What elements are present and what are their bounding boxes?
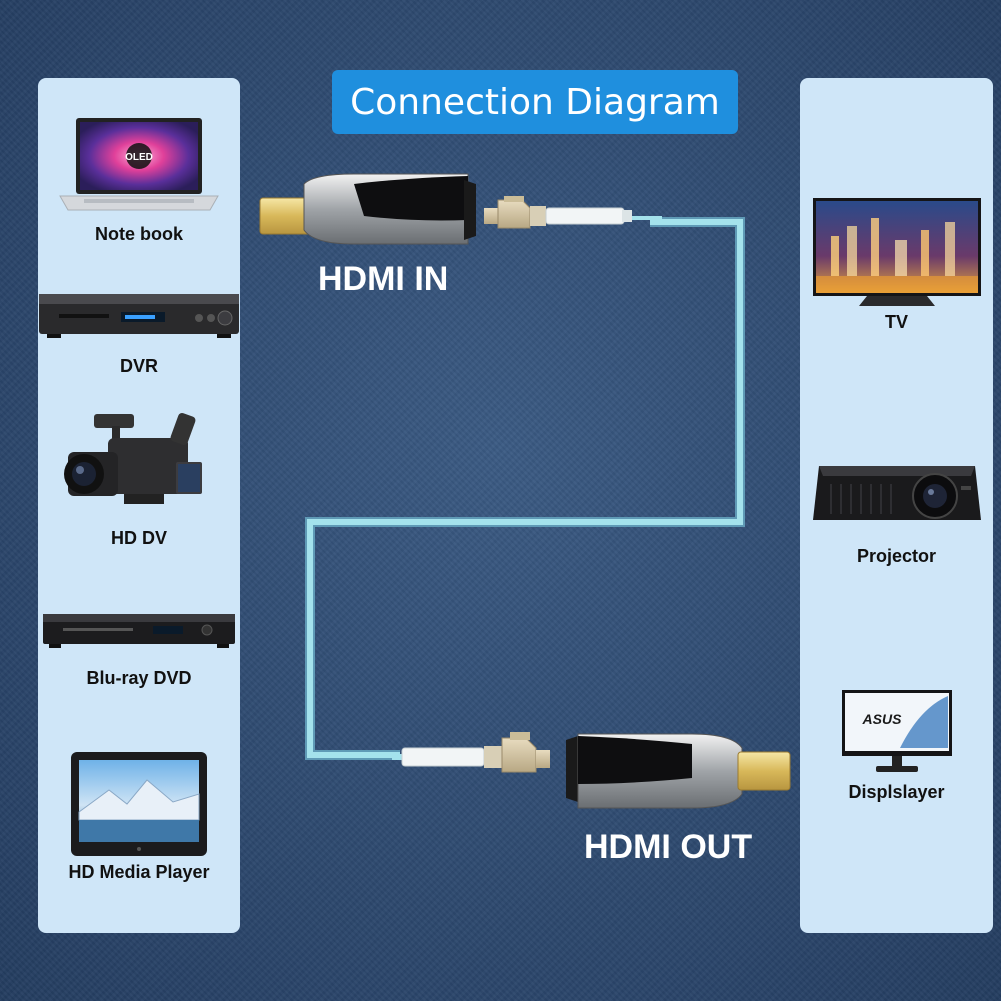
device-label: Projector	[856, 546, 937, 566]
device-label: TV	[884, 312, 908, 332]
device-label: Displslayer	[848, 782, 945, 802]
device-projector: Projector	[800, 456, 993, 567]
monitor-icon: ASUS	[841, 690, 952, 772]
dvr-icon	[39, 294, 239, 338]
tv-icon	[812, 198, 981, 306]
device-bluray: Blu-ray DVD	[38, 608, 240, 689]
device-label: HD Media Player	[68, 862, 210, 882]
device-dvr: DVR	[38, 290, 240, 377]
projector-icon	[812, 466, 981, 520]
laptop-icon: OLED	[59, 118, 219, 211]
display-devices-panel: TV Projector ASUS	[800, 78, 993, 933]
tablet-icon	[71, 752, 207, 856]
diagram-title: Connection Diagram	[350, 81, 720, 123]
device-notebook: OLED Note book	[38, 116, 240, 245]
diagram-title-box: Connection Diagram	[332, 70, 738, 134]
device-label: DVR	[119, 356, 158, 376]
device-media-player: HD Media Player	[38, 750, 240, 883]
device-monitor: ASUS Displslayer	[800, 688, 993, 803]
source-devices-panel: OLED Note book DVR	[38, 78, 240, 933]
device-label: Blu-ray DVD	[86, 668, 192, 688]
hdmi-in-label: HDMI IN	[318, 260, 449, 298]
bluray-player-icon	[43, 614, 235, 648]
camcorder-icon	[64, 412, 202, 504]
hdmi-out-connector	[392, 732, 791, 809]
device-label: Note book	[95, 224, 183, 244]
oled-badge-text: OLED	[125, 152, 153, 163]
device-hd-dv: HD DV	[38, 404, 240, 549]
device-label: HD DV	[110, 528, 167, 548]
asus-logo-text: ASUS	[861, 711, 902, 727]
hdmi-in-connector	[259, 173, 662, 245]
device-tv: TV	[800, 196, 993, 333]
hdmi-out-label: HDMI OUT	[584, 828, 753, 866]
